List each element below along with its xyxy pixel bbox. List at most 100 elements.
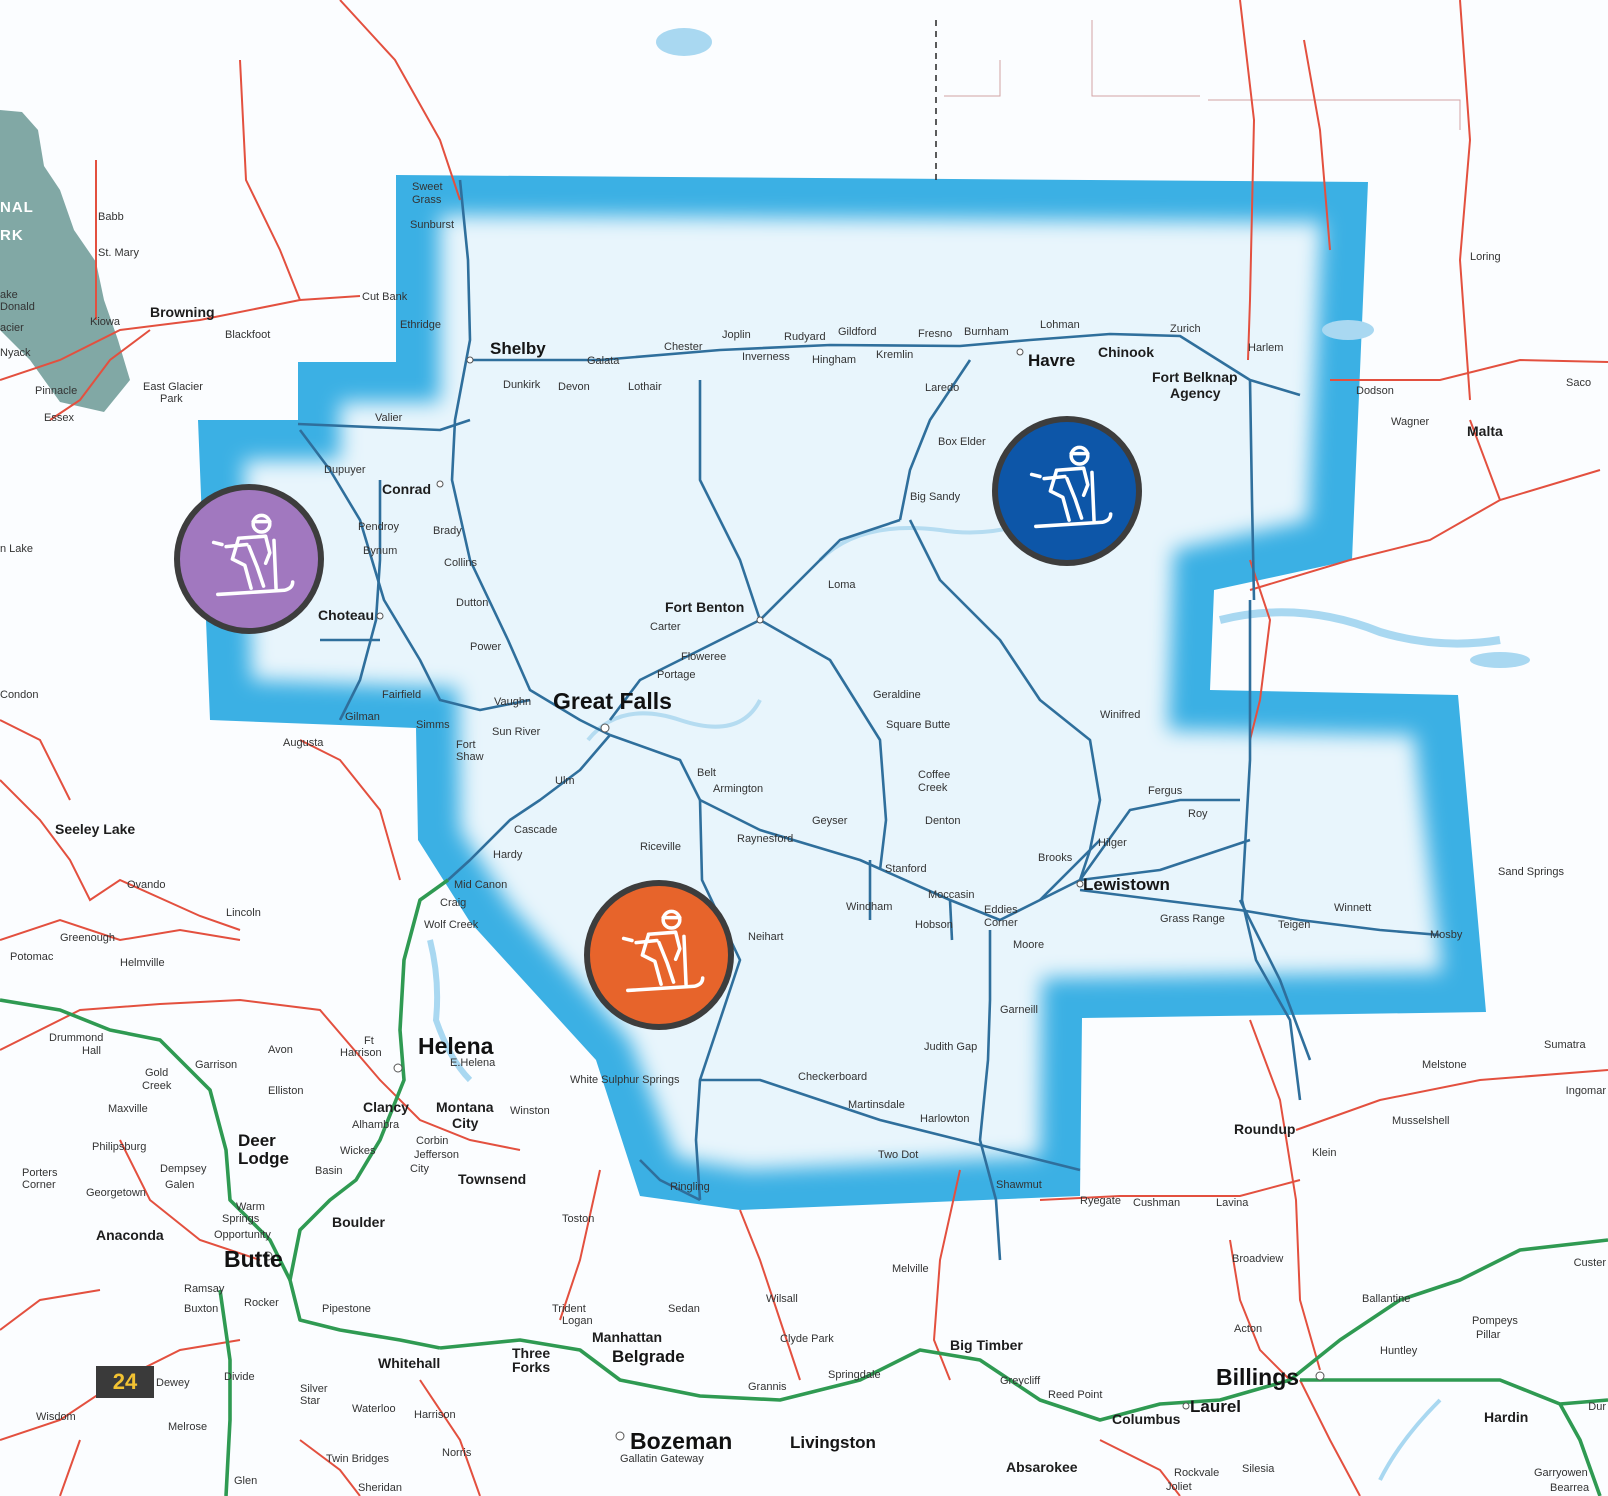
town-label: Dupuyer: [324, 464, 366, 476]
town-label: Bearrea: [1550, 1482, 1590, 1494]
town-label: Columbus: [1112, 1411, 1181, 1427]
town-dots: [263, 348, 1325, 1441]
town-label: Ft: [364, 1035, 374, 1047]
town-label: Grannis: [748, 1381, 787, 1393]
town-label: Fergus: [1148, 785, 1183, 797]
town-label: Corner: [22, 1179, 56, 1191]
ski-area-badge-blue[interactable]: [992, 416, 1142, 566]
town-label: Joliet: [1166, 1481, 1192, 1493]
town-label: Fort Benton: [665, 599, 745, 615]
town-label: Fairfield: [382, 689, 422, 701]
town-label: Springs: [222, 1213, 260, 1225]
town-label: Grass: [412, 194, 442, 206]
town-label: Vaughn: [494, 696, 532, 708]
town-label: Stanford: [885, 863, 927, 875]
ski-area-badge-orange[interactable]: [584, 880, 734, 1030]
ski-area-badge-purple[interactable]: [174, 484, 324, 634]
skier-icon: [607, 901, 711, 1010]
town-label: Logan: [562, 1315, 593, 1327]
town-label: ake: [0, 289, 18, 301]
town-label: Garrison: [195, 1059, 238, 1071]
town-label: Lincoln: [226, 907, 261, 919]
town-label: Helmville: [120, 957, 165, 969]
town-label: Broadview: [1232, 1253, 1284, 1265]
town-label: Square Butte: [886, 719, 951, 731]
town-label: Ethridge: [400, 319, 441, 331]
town-label: Pillar: [1476, 1329, 1501, 1341]
town-label: Corner: [984, 917, 1018, 929]
town-label: Brooks: [1038, 852, 1073, 864]
town-label: Lodge: [238, 1149, 289, 1168]
town-label: Galata: [587, 355, 620, 367]
town-label: Springdale: [828, 1369, 881, 1381]
town-label: Craig: [440, 897, 467, 909]
town-label: Clyde Park: [780, 1333, 834, 1345]
town-label: Simms: [416, 719, 450, 731]
town-label: Bynum: [363, 545, 398, 557]
town-label: Helena: [418, 1033, 494, 1059]
town-label: Ovando: [127, 879, 166, 891]
town-label: Lavina: [1216, 1197, 1249, 1209]
town-label: Augusta: [283, 737, 324, 749]
town-label: Galen: [165, 1179, 195, 1191]
town-label: Pompeys: [1472, 1315, 1518, 1327]
town-label: Coffee: [918, 769, 951, 781]
town-label: Lewistown: [1083, 875, 1170, 894]
town-label: Denton: [925, 815, 961, 827]
town-label: Billings: [1216, 1364, 1300, 1390]
town-label: Geyser: [812, 815, 848, 827]
town-label: Sunburst: [410, 219, 455, 231]
town-label: Mosby: [1430, 929, 1463, 941]
town-label: Georgetown: [86, 1187, 146, 1199]
town-label: Winnett: [1334, 902, 1372, 914]
town-label: Reed Point: [1048, 1389, 1103, 1401]
town-label: Essex: [44, 412, 74, 424]
town-label: Inverness: [742, 351, 790, 363]
town-label: Melville: [892, 1263, 929, 1275]
town-label: White Sulphur Springs: [570, 1074, 680, 1086]
town-label: Harrison: [340, 1047, 382, 1059]
town-label: Wagner: [1391, 416, 1430, 428]
town-label: Windham: [846, 901, 893, 913]
town-label: Hingham: [812, 354, 857, 366]
town-label: Winifred: [1100, 709, 1141, 721]
town-label: Loring: [1470, 251, 1501, 263]
town-label: Creek: [142, 1080, 172, 1092]
town-label: Two Dot: [878, 1149, 919, 1161]
town-label: Havre: [1028, 351, 1076, 370]
town-label: Condon: [0, 689, 39, 701]
town-label: Porters: [22, 1167, 58, 1179]
county-lines: [935, 20, 1461, 180]
town-label: Gallatin Gateway: [620, 1453, 704, 1465]
town-label: Star: [300, 1395, 321, 1407]
town-label: Martinsdale: [848, 1099, 905, 1111]
town-label: Belt: [697, 767, 716, 779]
skier-icon: [197, 505, 301, 614]
town-label: Shawmut: [996, 1179, 1042, 1191]
town-label: Kiowa: [90, 316, 120, 328]
town-label: Harlem: [1248, 342, 1284, 354]
town-label: Warm: [236, 1201, 265, 1213]
town-label: Laurel: [1190, 1397, 1242, 1416]
town-label: Deer: [238, 1131, 276, 1150]
town-label: Roundup: [1234, 1121, 1296, 1137]
town-label: Ringling: [670, 1181, 710, 1193]
town-label: Elliston: [268, 1085, 304, 1097]
town-label: Sun River: [492, 726, 541, 738]
town-label: Belgrade: [612, 1347, 685, 1366]
town-label: Garryowen: [1534, 1467, 1588, 1479]
town-label: Opportunity: [214, 1229, 271, 1241]
town-label: St. Mary: [98, 247, 139, 259]
town-label: Clancy: [363, 1099, 409, 1115]
town-label: Townsend: [458, 1171, 527, 1187]
town-label: Teigen: [1278, 919, 1311, 931]
town-label: Lohman: [1040, 319, 1080, 331]
town-label: Checkerboard: [798, 1071, 868, 1083]
town-label: Zurich: [1170, 323, 1201, 335]
town-label: Whitehall: [378, 1355, 441, 1371]
town-label: Chinook: [1098, 344, 1154, 360]
town-label: Trident: [552, 1303, 586, 1315]
